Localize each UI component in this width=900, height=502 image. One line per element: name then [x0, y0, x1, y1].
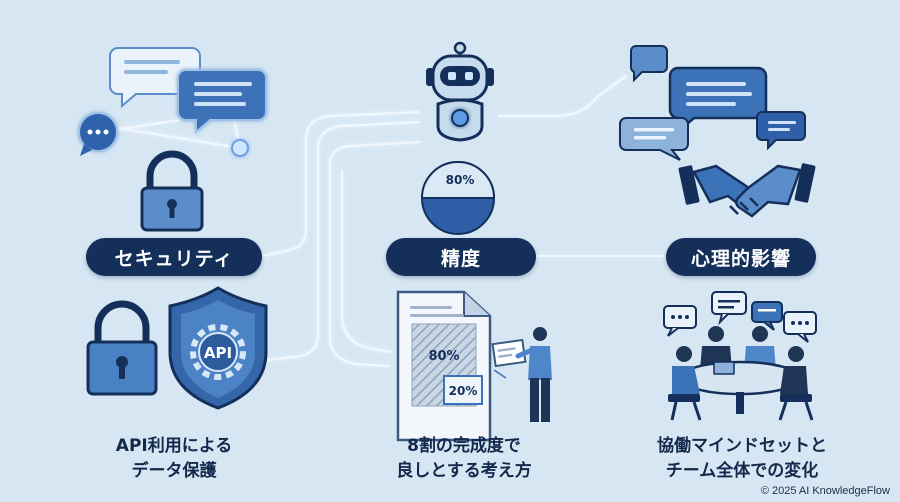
- pie-percent-label: 80%: [446, 173, 475, 187]
- chat-bubble-icon: [783, 311, 817, 343]
- caption-line: API利用による: [115, 436, 233, 456]
- mindset-caption: 協働マインドセットと チーム全体での変化: [612, 434, 872, 484]
- chat-bubble-icon: [751, 301, 783, 331]
- accuracy-pill: 精度: [386, 238, 536, 276]
- chat-bubble-icon: [711, 291, 747, 326]
- api-shield-icon: API: [168, 286, 268, 410]
- robot-icon: [426, 41, 494, 142]
- caption-line: 協働マインドセットと: [657, 436, 827, 456]
- padlock-icon: [140, 150, 204, 232]
- chat-bubble-icon: [177, 69, 267, 135]
- gear-icon: [190, 324, 246, 380]
- chat-bubble-icon: [663, 305, 697, 337]
- team-meeting-icon: [663, 291, 817, 421]
- connector-lines: [99, 75, 664, 367]
- shield-api-label: API: [204, 344, 232, 362]
- caption-line: データ保護: [131, 461, 217, 481]
- padlock-icon: [86, 300, 158, 396]
- pie-chart-icon: 80%: [420, 161, 496, 235]
- chat-bubble-icon: [78, 112, 118, 156]
- completion-caption: 8割の完成度で 良しとする考え方: [334, 434, 594, 484]
- copyright-footer: © 2025 AI KnowledgeFlow: [760, 485, 890, 497]
- document-icon: 80% 20%: [396, 290, 507, 442]
- handshake-icon: [678, 163, 816, 218]
- person-icon: [491, 327, 552, 422]
- chat-bubble-icon: [630, 45, 668, 83]
- node-dot: [231, 139, 249, 157]
- doc-main-percent: 80%: [428, 349, 459, 364]
- security-pill: セキュリティ: [86, 238, 262, 276]
- data-protection-caption: API利用による データ保護: [44, 434, 304, 484]
- chat-bubble-icon: [619, 117, 689, 161]
- caption-line: 8割の完成度で: [407, 436, 521, 456]
- doc-small-percent: 20%: [449, 384, 478, 398]
- psychology-pill: 心理的影響: [666, 238, 816, 276]
- caption-line: 良しとする考え方: [396, 461, 532, 481]
- chat-bubble-icon: [756, 111, 806, 151]
- caption-line: チーム全体での変化: [665, 461, 819, 481]
